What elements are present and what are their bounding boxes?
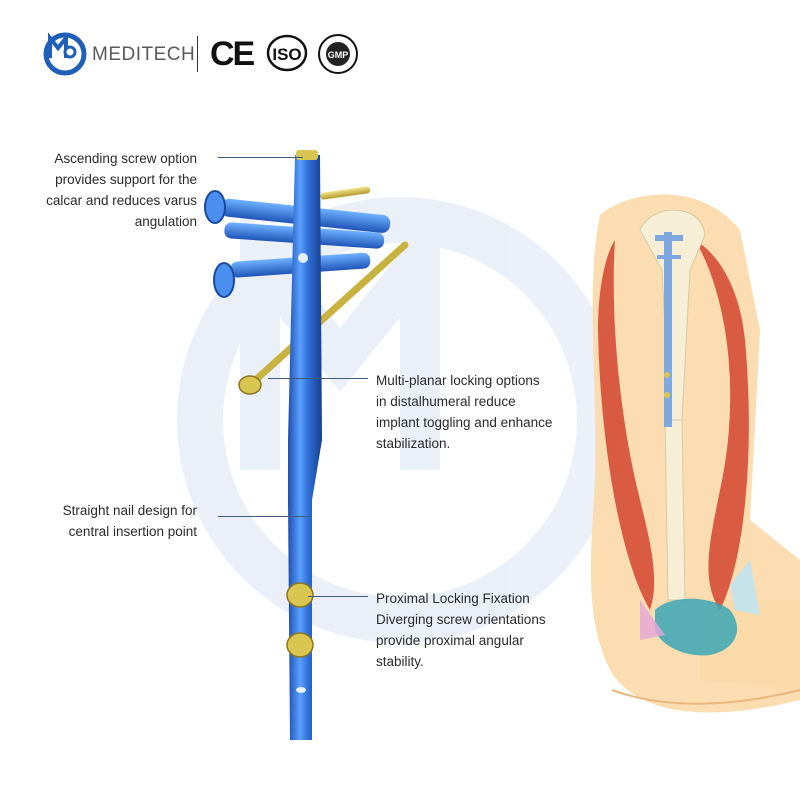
callout-ascending-line-3: calcar and reduces varus — [46, 193, 197, 208]
iso-label: ISO — [272, 45, 301, 64]
callout-straight: Straight nail design for central inserti… — [63, 500, 197, 542]
callout-multiplanar-line-3: implant toggling and enhance — [376, 415, 553, 430]
callout-ascending-line-1: Ascending screw option — [54, 151, 197, 166]
header-divider — [197, 36, 198, 72]
callout-ascending-line-4: angulation — [134, 214, 197, 229]
callout-multiplanar-line-1: Multi-planar locking options — [376, 373, 540, 388]
ce-mark: CE — [210, 35, 255, 73]
callout-proximal: Proximal Locking Fixation Diverging scre… — [376, 588, 546, 672]
callout-straight-line-1: Straight nail design for — [62, 503, 197, 518]
callout-proximal-line-3: provide proximal angular — [376, 633, 524, 648]
screw-gold-diagonal — [238, 241, 409, 395]
callout-proximal-line-1: Proximal Locking Fixation — [376, 591, 530, 606]
callout-proximal-line-4: stability. — [376, 654, 424, 669]
callout-ascending: Ascending screw option provides support … — [46, 148, 197, 232]
header: ISO GMP MEDITECH CE — [0, 0, 800, 110]
callout-line-multiplanar — [268, 378, 368, 379]
callout-line-straight — [218, 516, 310, 517]
iso-badge-icon: ISO — [266, 34, 308, 72]
brand-name: MEDITECH — [92, 44, 196, 65]
callout-ascending-line-2: provides support for the — [55, 172, 197, 187]
arm-anatomy-illustration — [590, 194, 800, 713]
callout-multiplanar-line-4: stabilization. — [376, 436, 451, 451]
header-graphics: ISO GMP — [43, 32, 358, 76]
callout-multiplanar-line-2: in distalhumeral reduce — [376, 394, 516, 409]
callout-proximal-line-2: Diverging screw orientations — [376, 612, 546, 627]
meditech-logo-icon — [43, 32, 87, 76]
gmp-badge-icon: GMP — [318, 34, 358, 74]
callout-line-proximal — [308, 596, 368, 597]
callout-multiplanar: Multi-planar locking options in distalhu… — [376, 370, 552, 454]
callout-line-ascending — [218, 157, 303, 158]
screw-gold-upper — [320, 186, 371, 200]
gmp-label: GMP — [328, 50, 349, 60]
callout-straight-line-2: central insertion point — [68, 524, 197, 539]
intramedullary-nail — [286, 150, 322, 740]
